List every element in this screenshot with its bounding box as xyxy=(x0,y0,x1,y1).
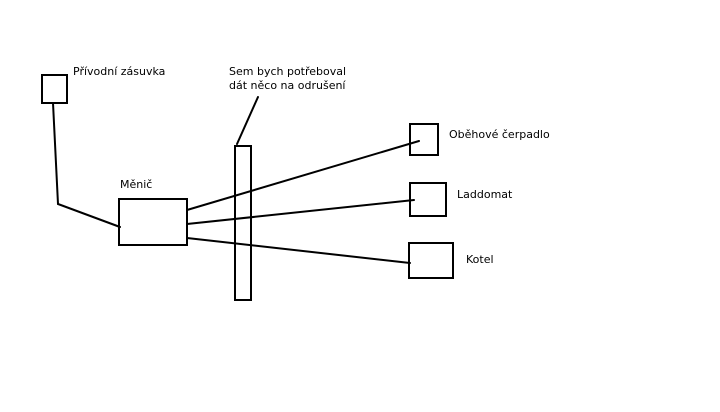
filter-bar xyxy=(234,145,252,301)
filter-note-line-2: dát něco na odrušení xyxy=(229,79,346,92)
filter-note-line-1: Sem bych potřeboval xyxy=(229,65,347,78)
source-socket-label: Přívodní zásuvka xyxy=(73,65,166,78)
cable-to-pump xyxy=(186,140,420,211)
circulation-pump-box xyxy=(409,123,439,156)
boiler-box xyxy=(408,242,454,279)
laddomat-label: Laddomat xyxy=(457,188,513,201)
boiler-label: Kotel xyxy=(466,253,494,266)
inverter-box xyxy=(118,198,188,246)
circulation-pump-label: Oběhové čerpadlo xyxy=(449,128,550,141)
laddomat-box xyxy=(409,182,447,217)
inverter-label: Měnič xyxy=(120,178,153,191)
cable-to-laddomat xyxy=(186,199,415,225)
filter-note: Sem bych potřeboval dát něco na odrušení xyxy=(229,65,346,93)
source-socket-box xyxy=(41,74,68,104)
cable-to-boiler xyxy=(186,237,411,264)
note-pointer xyxy=(236,96,259,145)
socket-cable xyxy=(52,102,121,228)
